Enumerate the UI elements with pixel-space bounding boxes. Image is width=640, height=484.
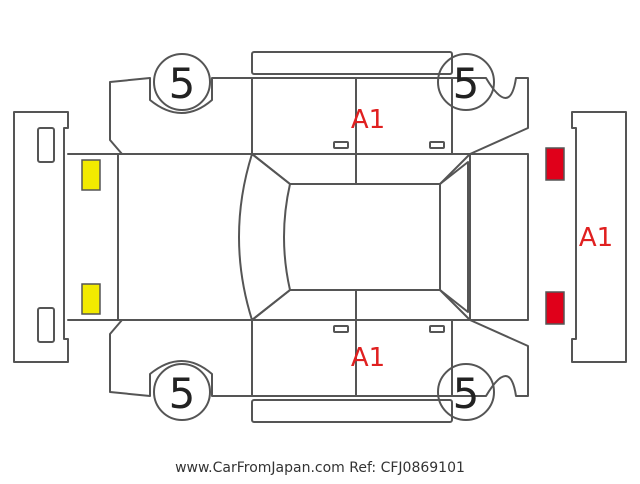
taillight-marker-top: [545, 147, 565, 181]
tire-front-right: [437, 53, 495, 111]
tire-rear-right: [437, 363, 495, 421]
tire-label-front-left: 5: [169, 59, 196, 108]
tire-front-left: [153, 53, 211, 111]
front-bumper-outline: [13, 111, 69, 363]
roof-strip-bottom: [251, 399, 453, 423]
top-side-cabin-outline: [251, 77, 453, 155]
tire-rear-left: [153, 363, 211, 421]
bottom-side-rear-outline: [451, 319, 529, 397]
taillight-marker-bottom: [545, 291, 565, 325]
damage-label-door-right: A1: [351, 343, 385, 373]
headlight-marker-bottom: [81, 283, 101, 315]
tire-label-rear-left: 5: [169, 369, 196, 418]
tire-label-rear-right: 5: [453, 369, 480, 418]
top-door-handle-front: [333, 141, 349, 149]
front-bumper-slot-top: [37, 127, 55, 163]
bottom-side-cabin-outline: [251, 319, 453, 397]
front-bumper-slot-bottom: [37, 307, 55, 343]
top-door-handle-rear: [429, 141, 445, 149]
bottom-door-handle-front: [333, 325, 349, 333]
rear-bumper-outline: [571, 111, 627, 363]
damage-label-roof-left: A1: [351, 105, 385, 135]
roof-strip-top: [251, 51, 453, 75]
bottom-door-handle-rear: [429, 325, 445, 333]
top-view-body-outline: [67, 153, 529, 321]
headlight-marker-top: [81, 159, 101, 191]
rear-window-outline: [439, 161, 469, 313]
tire-label-front-right: 5: [453, 59, 480, 108]
bottom-side-body-outline: [109, 319, 253, 397]
watermark-text: www.CarFromJapan.com Ref: CFJ0869101: [175, 460, 465, 476]
windshield-outline: [238, 153, 291, 321]
top-side-body-outline: [109, 77, 253, 155]
damage-label-rear-bumper: A1: [579, 223, 613, 253]
top-side-rear-outline: [451, 77, 529, 155]
